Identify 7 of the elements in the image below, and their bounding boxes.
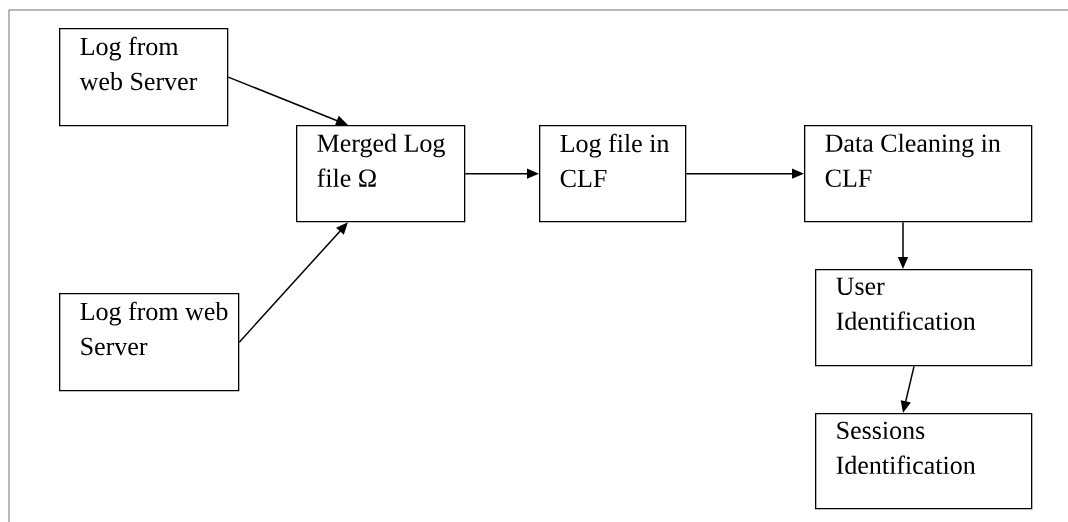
process-box: Data Cleaning in CLF — [804, 125, 1033, 223]
process-box: User Identification — [815, 269, 1033, 367]
process-box: Log from web Server — [59, 28, 229, 127]
process-box: Merged Log file Ω — [296, 125, 466, 223]
process-box: Log file in CLF — [539, 125, 687, 223]
process-box: Log from web Server — [59, 293, 240, 392]
process-box: Sessions Identification — [815, 413, 1033, 510]
